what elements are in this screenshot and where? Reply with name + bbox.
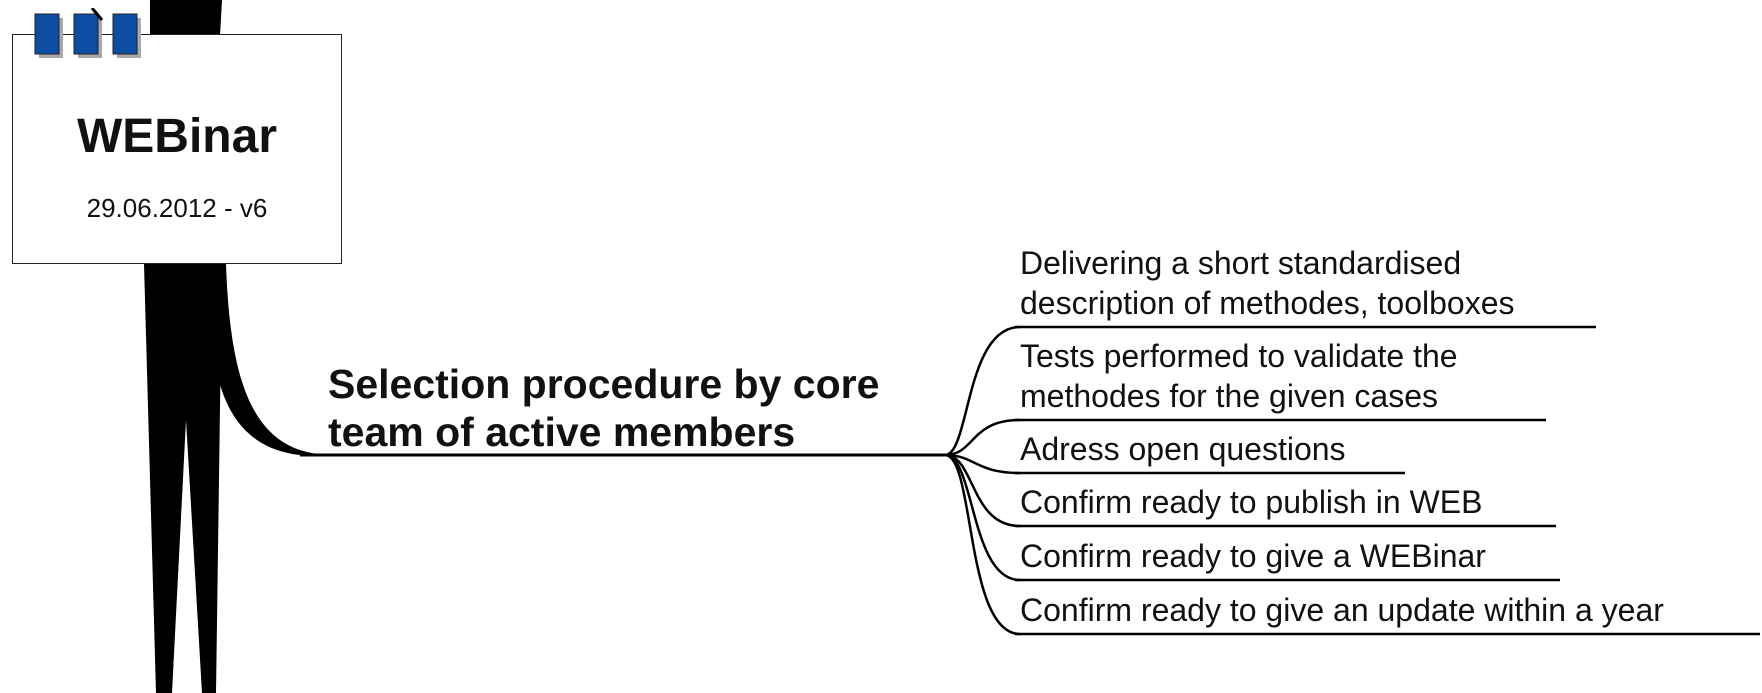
central-topic-title: WEBinar bbox=[76, 110, 277, 163]
subtopic-item[interactable]: Tests performed to validate the methodes… bbox=[1020, 336, 1458, 416]
subtopic-line-1: Tests performed to validate the bbox=[1020, 338, 1458, 374]
subtopic-connector bbox=[944, 418, 1021, 457]
central-topic-card[interactable]: WEBinar 29.06.2012 - v6 bbox=[12, 34, 342, 264]
branch-label-line-2: team of active members bbox=[328, 409, 796, 455]
subtopic-connector bbox=[944, 325, 1021, 457]
subtopic-item[interactable]: Confirm ready to give an update within a… bbox=[1020, 590, 1664, 630]
trunk-top bbox=[150, 0, 222, 36]
subtopic-item[interactable]: Delivering a short standardised descript… bbox=[1020, 243, 1515, 323]
subtopic-line-2: methodes for the given cases bbox=[1020, 378, 1439, 414]
subtopic-line-1: Delivering a short standardised bbox=[1020, 245, 1462, 281]
subtopic-line-1: Confirm ready to give a WEBinar bbox=[1020, 538, 1486, 574]
trunk-main bbox=[144, 264, 222, 693]
subtopic-connector bbox=[944, 453, 1021, 475]
subtopic-line-1: Confirm ready to publish in WEB bbox=[1020, 484, 1483, 520]
subtopic-item[interactable]: Adress open questions bbox=[1020, 429, 1346, 469]
branch-label-line-1: Selection procedure by core bbox=[328, 361, 880, 407]
subtopic-line-1: Adress open questions bbox=[1020, 431, 1346, 467]
subtopic-connector bbox=[944, 453, 1021, 582]
branch-connector bbox=[209, 264, 318, 456]
notes-icon[interactable] bbox=[34, 8, 154, 64]
subtopic-item[interactable]: Confirm ready to publish in WEB bbox=[1020, 482, 1482, 522]
subtopic-item[interactable]: Confirm ready to give a WEBinar bbox=[1020, 536, 1486, 576]
subtopic-connector bbox=[944, 453, 1021, 636]
branch-label[interactable]: Selection procedure by core team of acti… bbox=[328, 360, 879, 456]
subtopic-line-1: Confirm ready to give an update within a… bbox=[1020, 592, 1664, 628]
central-topic-subtitle: 29.06.2012 - v6 bbox=[86, 193, 268, 223]
subtopic-line-2: description of methodes, toolboxes bbox=[1020, 285, 1515, 321]
